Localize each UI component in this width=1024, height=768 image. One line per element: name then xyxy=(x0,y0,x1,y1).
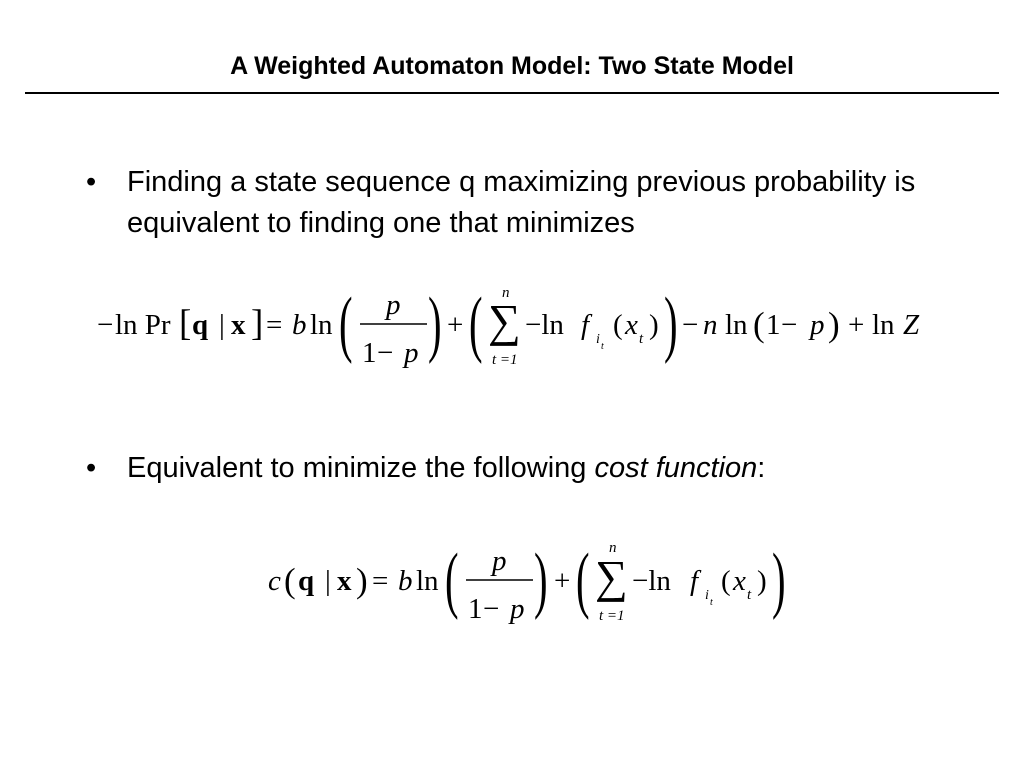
eq1-n: n xyxy=(703,309,718,341)
eq2-left-paren-0: ( xyxy=(284,561,296,600)
eq1-left-paren-3: ( xyxy=(753,305,765,344)
equation-negative-log-probability: − ln Pr [ q | x ] = b ln ( p 1 − p ) + (… xyxy=(97,282,920,369)
bullet-item-1: • Finding a state sequence q maximizing … xyxy=(86,162,946,244)
eq1-ln-3: ln xyxy=(872,309,895,341)
bullet-text-emphasis: cost function xyxy=(594,452,758,484)
eq2-left-paren-2: ( xyxy=(576,538,590,620)
eq1-sum-upper-limit: n xyxy=(502,285,510,301)
eq2-x: x xyxy=(337,565,352,597)
bullet-text-suffix: : xyxy=(757,452,766,484)
eq1-fraction-numerator: p xyxy=(384,289,401,321)
eq2-denominator-p: p xyxy=(508,593,525,625)
eq2-arg-x: x xyxy=(732,565,746,597)
eq1-sum-lower-limit: t =1 xyxy=(492,352,518,368)
eq2-arg-subscript: t xyxy=(747,587,752,603)
eq1-Z: Z xyxy=(903,309,920,341)
eq1-right-paren-1: ) xyxy=(428,282,442,364)
eq2-arg-open: ( xyxy=(721,565,731,597)
eq1-left-bracket: [ xyxy=(179,303,191,344)
eq1-ln-2: ln xyxy=(725,309,748,341)
eq1-equals: = xyxy=(266,309,282,341)
eq2-neg-ln: −ln xyxy=(632,565,671,597)
eq1-right-paren-3: ) xyxy=(828,305,840,344)
eq1-ln-pr: ln Pr xyxy=(115,309,171,341)
eq2-left-paren-1: ( xyxy=(445,538,459,620)
eq1-summation-sign: ∑ xyxy=(488,295,521,346)
eq2-equals: = xyxy=(372,565,388,597)
eq1-arg-x: x xyxy=(624,309,638,341)
eq1-plus-2: + xyxy=(848,309,864,341)
eq2-denominator-minus: − xyxy=(483,593,499,625)
eq1-right-paren-2: ) xyxy=(664,282,678,364)
eq2-c: c xyxy=(268,565,281,597)
eq2-f-subscript: i xyxy=(705,588,709,603)
eq2-summation-sign: ∑ xyxy=(595,551,628,602)
eq1-one: 1 xyxy=(766,309,781,341)
eq2-sum-upper-limit: n xyxy=(609,540,617,556)
eq2-denominator-one: 1 xyxy=(468,593,483,625)
eq1-ln-1: ln xyxy=(310,309,333,341)
bullet-item-2: • Equivalent to minimize the following c… xyxy=(86,448,946,489)
title-divider xyxy=(25,92,999,94)
eq1-plus-1: + xyxy=(447,309,463,341)
slide-title: A Weighted Automaton Model: Two State Mo… xyxy=(230,52,794,80)
eq1-q: q xyxy=(192,309,208,341)
eq1-right-bracket: ] xyxy=(251,303,263,344)
bullet-text-prefix: Equivalent to minimize the following xyxy=(127,452,595,484)
eq2-sum-lower-limit: t =1 xyxy=(599,608,625,624)
eq1-denominator-one: 1 xyxy=(362,337,377,369)
eq2-right-paren-1: ) xyxy=(534,538,548,620)
eq2-q: q xyxy=(298,565,314,597)
eq2-b: b xyxy=(398,565,413,597)
eq1-neg-sign: − xyxy=(97,309,113,341)
eq1-left-paren-2: ( xyxy=(469,282,483,364)
eq2-right-paren-2: ) xyxy=(772,538,786,620)
eq1-b: b xyxy=(292,309,307,341)
eq1-bar: | xyxy=(219,309,225,341)
eq1-neg-ln: −ln xyxy=(525,309,564,341)
eq1-minus-p: − xyxy=(781,309,797,341)
bullet-text: Equivalent to minimize the following cos… xyxy=(127,448,946,489)
eq1-f-sub-subscript: t xyxy=(601,341,604,352)
eq1-x: x xyxy=(231,309,246,341)
eq1-arg-open: ( xyxy=(613,309,623,341)
eq1-left-paren-1: ( xyxy=(339,282,353,364)
eq2-bar: | xyxy=(325,565,331,597)
eq2-plus-1: + xyxy=(554,565,570,597)
bullet-text: Finding a state sequence q maximizing pr… xyxy=(127,166,916,239)
bullet-marker: • xyxy=(86,452,97,484)
eq1-f: f xyxy=(581,309,593,341)
eq2-arg-close: ) xyxy=(757,565,767,597)
eq2-ln-1: ln xyxy=(416,565,439,597)
eq2-right-paren-0: ) xyxy=(356,561,368,600)
bullet-marker: • xyxy=(86,166,97,198)
eq1-p: p xyxy=(808,309,825,341)
eq1-denominator-p: p xyxy=(402,337,419,369)
eq2-f-sub-subscript: t xyxy=(710,597,713,608)
eq2-fraction-numerator: p xyxy=(490,545,507,577)
eq1-arg-subscript: t xyxy=(639,331,644,347)
eq1-arg-close: ) xyxy=(649,309,659,341)
eq1-minus-n: − xyxy=(682,309,698,341)
eq1-denominator-minus: − xyxy=(377,337,393,369)
equation-cost-function: c ( q | x ) = b ln ( p 1 − p ) + ( ∑ n t… xyxy=(268,538,786,625)
eq1-f-subscript: i xyxy=(596,332,600,347)
eq2-f: f xyxy=(690,565,702,597)
